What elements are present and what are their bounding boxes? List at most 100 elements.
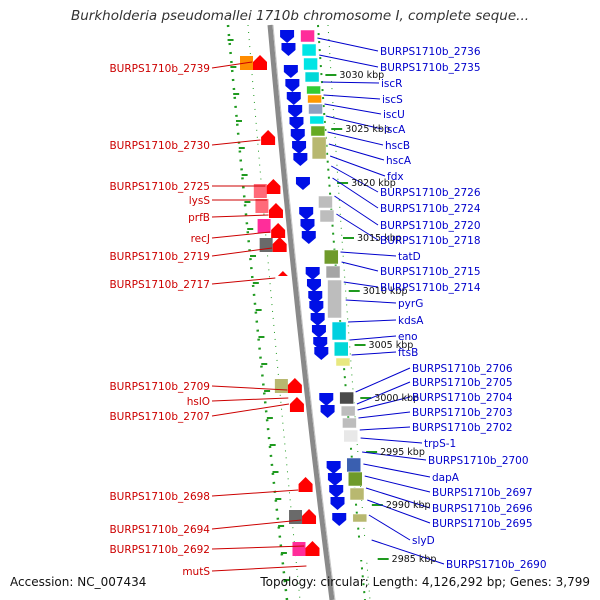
gene-arrow-reverse	[261, 130, 276, 145]
left-label-burps1710b-2707[interactable]: BURPS1710b_2707	[109, 411, 210, 423]
gene-arrow-reverse	[272, 237, 287, 252]
right-label-iscr[interactable]: iscR	[381, 78, 402, 90]
right-label-burps1710b-2720[interactable]: BURPS1710b_2720	[380, 220, 481, 232]
gene-arrow-reverse	[289, 397, 304, 412]
right-label-iscs[interactable]: iscS	[382, 94, 403, 106]
right-label-tatd[interactable]: tatD	[398, 251, 421, 263]
right-leader-line	[355, 367, 411, 393]
right-label-burps1710b-2703[interactable]: BURPS1710b_2703	[412, 407, 513, 419]
right-label-burps1710b-2736[interactable]: BURPS1710b_2736	[380, 46, 481, 58]
gene-feature-box	[346, 457, 362, 473]
left-label-prfb[interactable]: prfB	[188, 212, 210, 224]
gene-arrow-forward	[309, 301, 324, 314]
right-leader-line	[358, 411, 411, 419]
right-leader-line	[340, 251, 397, 257]
left-label-recj[interactable]: recJ	[191, 233, 210, 245]
right-leader-line	[356, 381, 411, 405]
left-label-burps1710b-2709[interactable]: BURPS1710b_2709	[109, 381, 210, 393]
right-label-pyrg[interactable]: pyrG	[398, 298, 423, 310]
right-label-dapa[interactable]: dapA	[432, 472, 460, 484]
right-leader-line	[341, 261, 379, 272]
left-leader-line	[211, 545, 305, 550]
gene-arrow-forward	[327, 473, 342, 486]
right-label-burps1710b-2724[interactable]: BURPS1710b_2724	[380, 203, 481, 215]
right-label-slyd[interactable]: slyD	[412, 535, 435, 547]
left-label-burps1710b-2717[interactable]: BURPS1710b_2717	[109, 279, 210, 291]
gene-arrow-reverse	[252, 55, 267, 70]
left-label-muts[interactable]: mutS	[182, 566, 210, 578]
gene-arrow-reverse	[287, 378, 302, 393]
right-leader-line	[325, 115, 383, 130]
gene-arrow-forward	[326, 461, 341, 474]
right-leader-line	[363, 463, 431, 478]
gene-feature-box	[308, 103, 323, 115]
left-label-hslo[interactable]: hslO	[187, 396, 210, 408]
gene-arrow-reverse	[298, 477, 313, 492]
right-label-burps1710b-2702[interactable]: BURPS1710b_2702	[412, 422, 513, 434]
right-label-burps1710b-2690[interactable]: BURPS1710b_2690	[446, 559, 547, 571]
right-label-burps1710b-2697[interactable]: BURPS1710b_2697	[432, 487, 533, 499]
left-leader-line	[211, 61, 253, 69]
right-label-burps1710b-2706[interactable]: BURPS1710b_2706	[412, 363, 513, 375]
gene-arrow-forward	[308, 291, 323, 304]
gene-arrow-forward	[289, 117, 304, 130]
right-label-kdsa[interactable]: kdsA	[398, 315, 424, 327]
right-label-burps1710b-2714[interactable]: BURPS1710b_2714	[380, 282, 481, 294]
left-label-lyss[interactable]: lysS	[189, 195, 211, 207]
gene-arrow-forward	[280, 30, 295, 43]
left-label-burps1710b-2739[interactable]: BURPS1710b_2739	[109, 63, 210, 75]
gene-arrow-reverse	[266, 179, 281, 194]
left-label-burps1710b-2692[interactable]: BURPS1710b_2692	[109, 544, 210, 556]
right-label-burps1710b-2735[interactable]: BURPS1710b_2735	[380, 62, 481, 74]
right-label-hscb[interactable]: hscB	[385, 140, 410, 152]
gene-feature-box	[311, 136, 327, 160]
left-label-burps1710b-2730[interactable]: BURPS1710b_2730	[109, 140, 210, 152]
right-label-trps-1[interactable]: trpS-1	[424, 438, 456, 450]
right-label-burps1710b-2704[interactable]: BURPS1710b_2704	[412, 392, 513, 404]
gene-feature-box-reverse	[292, 542, 306, 556]
right-label-burps1710b-2715[interactable]: BURPS1710b_2715	[380, 266, 481, 278]
right-leader-line	[322, 81, 380, 84]
leader-lines	[211, 37, 445, 572]
gene-arrow-reverse	[268, 203, 283, 218]
gene-feature-box	[335, 357, 351, 367]
right-leader-line	[348, 319, 397, 323]
right-label-ftsb[interactable]: ftsB	[398, 347, 418, 359]
right-label-isca[interactable]: iscA	[384, 124, 406, 136]
right-label-eno[interactable]: eno	[398, 331, 418, 343]
gene-feature-box	[327, 279, 342, 319]
right-leader-line	[324, 103, 382, 115]
kbp-label-3020-kbp: 3020 kbp	[351, 178, 396, 189]
gene-arrow-forward	[310, 313, 325, 326]
right-label-burps1710b-2705[interactable]: BURPS1710b_2705	[412, 377, 513, 389]
right-label-burps1710b-2718[interactable]: BURPS1710b_2718	[380, 235, 481, 247]
right-leader-line	[357, 396, 411, 411]
left-label-burps1710b-2719[interactable]: BURPS1710b_2719	[109, 251, 210, 263]
gene-arrow-forward	[329, 485, 344, 498]
gene-feature-box-reverse	[255, 199, 269, 213]
right-label-burps1710b-2696[interactable]: BURPS1710b_2696	[432, 503, 533, 515]
right-label-burps1710b-2726[interactable]: BURPS1710b_2726	[380, 187, 481, 199]
right-label-iscu[interactable]: iscU	[383, 109, 405, 121]
right-label-fdx[interactable]: fdx	[387, 171, 404, 183]
gene-feature-box	[340, 405, 356, 417]
gene-arrow-forward	[295, 177, 310, 190]
right-leader-line	[323, 94, 381, 100]
gene-feature-box	[318, 195, 333, 209]
left-label-burps1710b-2698[interactable]: BURPS1710b_2698	[109, 491, 210, 503]
right-label-hsca[interactable]: hscA	[386, 155, 412, 167]
gene-arrow-forward	[300, 219, 315, 232]
gene-feature-box	[306, 85, 321, 95]
gene-arrow-reverse	[271, 223, 286, 238]
gene-feature-box	[319, 209, 335, 223]
left-label-burps1710b-2694[interactable]: BURPS1710b_2694	[109, 524, 210, 536]
gene-feature-box	[348, 471, 363, 487]
left-leader-line	[211, 519, 302, 530]
right-leader-line	[328, 143, 385, 161]
right-label-burps1710b-2700[interactable]: BURPS1710b_2700	[428, 455, 529, 467]
left-label-burps1710b-2725[interactable]: BURPS1710b_2725	[109, 181, 210, 193]
right-leader-line	[365, 487, 431, 509]
right-label-burps1710b-2695[interactable]: BURPS1710b_2695	[432, 518, 533, 530]
gene-arrow-forward	[293, 153, 308, 166]
